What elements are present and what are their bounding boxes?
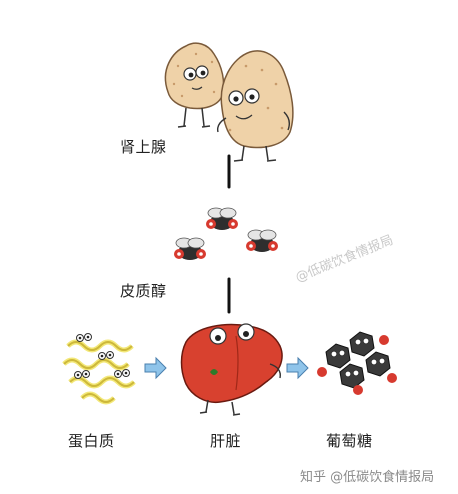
arrow-right-icon [286, 356, 309, 380]
glucose-illustration [317, 331, 397, 395]
liver-illustration [180, 323, 283, 416]
label-protein: 蛋白质 [68, 432, 115, 450]
label-liver: 肝脏 [210, 432, 242, 450]
label-cortisol: 皮质醇 [120, 282, 167, 300]
protein-illustration [62, 333, 136, 405]
label-glucose: 葡萄糖 [326, 432, 373, 450]
arrow-right-icon [144, 356, 167, 380]
cortisol-molecules-illustration [174, 207, 278, 260]
watermark-corner: 知乎 @低碳饮食情报局 [300, 470, 435, 485]
adrenal-gland-illustration [164, 42, 294, 162]
label-adrenal: 肾上腺 [120, 138, 167, 156]
